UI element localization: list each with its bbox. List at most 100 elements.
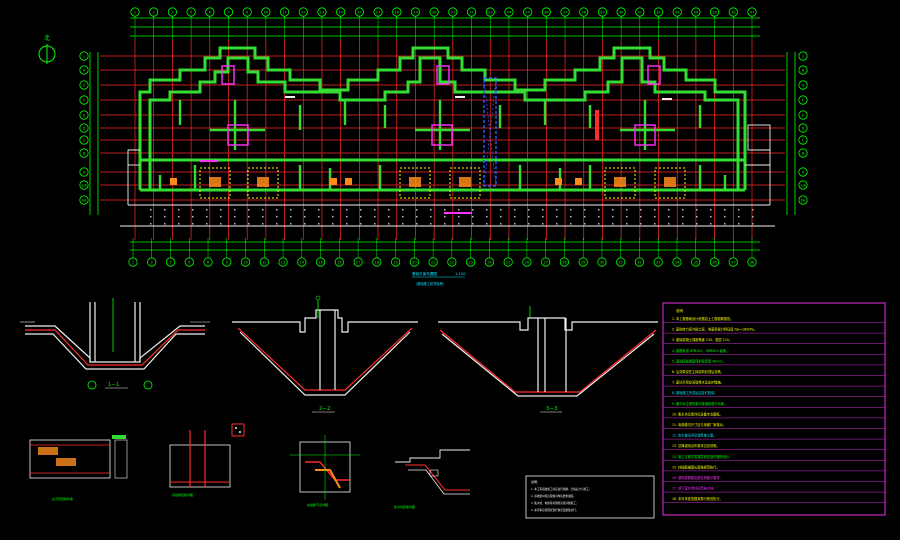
axis-label: 20 bbox=[412, 261, 417, 265]
axis-label: 3 bbox=[169, 261, 171, 265]
foundation-plan: 1235679101112131415171819202122232425262… bbox=[38, 7, 808, 286]
section-2-2 bbox=[232, 295, 418, 396]
section-3-3 bbox=[438, 306, 658, 397]
notes-small-line-3: 3. 集水坑、电梯基坑钢筋应按详图施工。 bbox=[531, 501, 578, 505]
axis-label: 20 bbox=[432, 11, 437, 15]
north-label: 北 bbox=[44, 34, 50, 42]
pit-box bbox=[199, 167, 231, 199]
axis-bubble bbox=[798, 65, 808, 75]
notes-big-line: 11. 电梯基坑尺寸应与电梯厂家核对。 bbox=[672, 422, 726, 427]
axis-label: 13 bbox=[281, 261, 286, 265]
axis-label: H bbox=[83, 68, 86, 72]
waterproof-strip bbox=[150, 209, 754, 225]
axis-label: 5 bbox=[190, 11, 192, 15]
notes-big-line: 13. 沉降观测点布置详见总说明。 bbox=[672, 443, 720, 448]
axis-bubble bbox=[798, 180, 808, 190]
axis-label: 16 bbox=[337, 261, 342, 265]
axis-label: H bbox=[802, 68, 805, 72]
axis-label: A bbox=[83, 170, 86, 174]
axis-label: 9 bbox=[246, 11, 249, 15]
notes-small-title: 说明： bbox=[531, 479, 540, 484]
axis-label: 6 bbox=[188, 261, 191, 265]
axis-label: E bbox=[802, 113, 805, 117]
notes-big-line: 7. 基坑开挖应采取降水及支护措施。 bbox=[672, 380, 724, 385]
axis-bubble bbox=[79, 167, 89, 177]
detail-post-cast-strip: 后浇带配筋构造 bbox=[29, 435, 128, 501]
axis-label: A bbox=[802, 170, 805, 174]
foundation-wall-outline bbox=[138, 46, 747, 192]
pit-boxes bbox=[170, 167, 686, 199]
axis-label: J bbox=[82, 54, 84, 58]
axis-label: 30 bbox=[619, 11, 624, 15]
plan-title: 基础平面布置图 bbox=[412, 271, 438, 276]
axis-label: 29 bbox=[600, 11, 605, 15]
axis-label: 32 bbox=[656, 11, 661, 15]
axis-label: 24 bbox=[507, 11, 512, 15]
axis-label: B bbox=[83, 151, 86, 155]
detail-3-caption: 柱插筋节点详图 bbox=[307, 502, 328, 507]
axis-bubble bbox=[79, 80, 89, 90]
axis-label: G bbox=[83, 83, 86, 87]
notes-big-line: 2. 基础持力层为粘土层，地基承载力特征值 fak=180kPa。 bbox=[672, 327, 757, 332]
axis-label: 29 bbox=[581, 261, 586, 265]
axis-bubble bbox=[79, 110, 89, 120]
axis-label: 1 bbox=[132, 261, 134, 265]
axis-label: D bbox=[83, 126, 86, 130]
detail-beam-rebar: 基础梁配筋详图 bbox=[169, 423, 245, 497]
axis-label: G bbox=[802, 83, 805, 87]
pit-box bbox=[247, 167, 279, 199]
axis-label: 7 bbox=[227, 11, 229, 15]
notes-big-line: 14. 施工过程中发现异常应及时通知设计。 bbox=[672, 454, 732, 459]
axis-label: 34 bbox=[694, 11, 699, 15]
axis-label: 2 bbox=[151, 261, 153, 265]
notes-big-line: 15. 柱插筋锚固长度按规范执行。 bbox=[672, 464, 720, 469]
axis-label: E bbox=[83, 113, 86, 117]
notes-big-line: 5. 基础底板钢筋保护层厚度 40mm。 bbox=[672, 358, 726, 363]
axis-label: 18 bbox=[375, 261, 380, 265]
axis-label: 37 bbox=[750, 11, 755, 15]
axis-bubble bbox=[79, 195, 89, 205]
dimension-lines bbox=[89, 17, 796, 251]
axis-label: 15 bbox=[318, 261, 323, 265]
axis-bubble bbox=[798, 148, 808, 158]
detail-1-caption: 后浇带配筋构造 bbox=[52, 496, 73, 501]
axis-bubble bbox=[79, 180, 89, 190]
axis-label: 26 bbox=[544, 11, 549, 15]
section-2-label: 2—2 bbox=[319, 406, 330, 412]
axis-label: 12 bbox=[262, 261, 267, 265]
axis-label: F bbox=[83, 98, 85, 102]
axis-bubble bbox=[79, 95, 89, 105]
notes-big-line: 9. 图中未注明的梁均按轴线居中布置。 bbox=[672, 401, 727, 406]
detail-column-dowel: 柱插筋节点详图 bbox=[290, 435, 360, 507]
notes-big-line: 1. 本工程基础设计依据岩土工程勘察报告。 bbox=[672, 316, 733, 321]
axis-label: 28 bbox=[581, 11, 586, 15]
stair-shaft bbox=[483, 77, 497, 187]
plan-annotations bbox=[200, 96, 672, 214]
notes-big-line: 12. 防水做法详见建筑施工图。 bbox=[672, 433, 716, 438]
axis-bubble bbox=[798, 110, 808, 120]
plan-scale: 1:100 bbox=[455, 272, 466, 276]
axis-label: 19 bbox=[413, 11, 418, 15]
notes-big-line: 8. 基础施工完成后应及时回填。 bbox=[672, 390, 718, 395]
notes-big-line: 6. 后浇带应在主体结构封顶后浇筑。 bbox=[672, 369, 724, 374]
axis-label: 34 bbox=[675, 261, 680, 265]
axis-label: 38 bbox=[750, 261, 755, 265]
pit-box bbox=[449, 167, 481, 199]
plan-subtitle: （基础施工前须验槽) bbox=[414, 281, 444, 286]
axis-label: 19 bbox=[393, 261, 398, 265]
axis-label: 23 bbox=[488, 11, 493, 15]
pit-box bbox=[654, 167, 686, 199]
axis-label: 31 bbox=[618, 261, 623, 265]
axis-label: 22 bbox=[450, 261, 455, 265]
axis-label: 6 bbox=[209, 11, 212, 15]
axis-label: 18 bbox=[394, 11, 399, 15]
axis-label: 27 bbox=[563, 11, 568, 15]
axis-bubble bbox=[79, 148, 89, 158]
axis-label: 21 bbox=[451, 11, 456, 15]
notes-big-title: 说明 bbox=[676, 308, 684, 313]
axis-label: 36 bbox=[712, 261, 717, 265]
